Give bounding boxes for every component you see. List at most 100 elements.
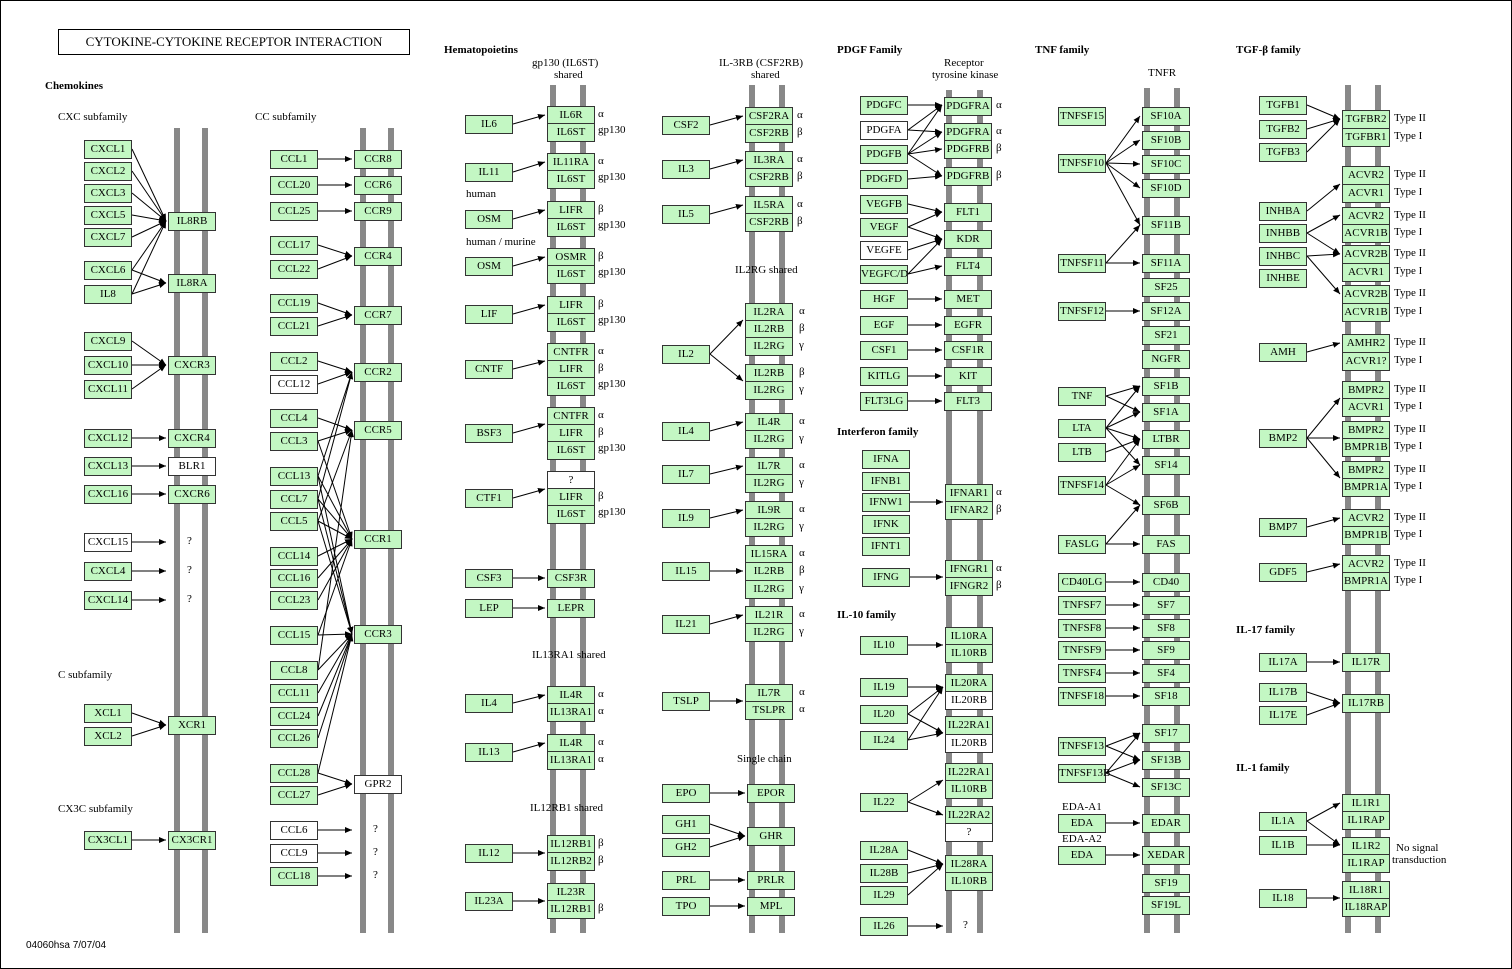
gene-hgf[interactable]: HGF (860, 290, 908, 309)
gene-il12rb1[interactable]: IL12RB1 (547, 900, 595, 919)
gene-bmpr2[interactable]: BMPR2 (1342, 381, 1390, 400)
gene-ccl14[interactable]: CCL14 (270, 547, 318, 566)
gene-il6st[interactable]: IL6ST (547, 313, 595, 332)
gene-il1r2[interactable]: IL1R2 (1342, 837, 1390, 856)
gene-il2rg[interactable]: IL2RG (745, 337, 793, 356)
gene-il11[interactable]: IL11 (465, 163, 513, 182)
gene-tgfb3[interactable]: TGFB3 (1259, 143, 1307, 162)
gene-bmp2[interactable]: BMP2 (1259, 429, 1307, 448)
gene-il24[interactable]: IL24 (860, 731, 908, 750)
gene-il6st[interactable]: IL6ST (547, 218, 595, 237)
gene-xcl1[interactable]: XCL1 (84, 704, 132, 723)
gene-tnfsf14[interactable]: TNFSF14 (1058, 476, 1106, 495)
gene-il23r[interactable]: IL23R (547, 883, 595, 902)
gene-il3[interactable]: IL3 (662, 160, 710, 179)
gene-il17b[interactable]: IL17B (1259, 683, 1307, 702)
gene-inhbe[interactable]: INHBE (1259, 269, 1307, 288)
gene-ccr5[interactable]: CCR5 (354, 421, 402, 440)
gene-sf6b[interactable]: SF6B (1142, 496, 1190, 515)
gene-ifngr2[interactable]: IFNGR2 (945, 577, 993, 596)
gene-il15[interactable]: IL15 (662, 562, 710, 581)
gene-il10rb[interactable]: IL10RB (945, 872, 993, 891)
gene-acvr2[interactable]: ACVR2 (1342, 207, 1390, 226)
gene-cd40lg[interactable]: CD40LG (1058, 573, 1106, 592)
gene-il22ra1[interactable]: IL22RA1 (945, 763, 993, 782)
gene-lif[interactable]: LIF (465, 305, 513, 324)
gene-acvr1[interactable]: ACVR1? (1342, 352, 1390, 371)
gene-vegfc-d[interactable]: VEGFC/D (860, 265, 908, 284)
gene-cxcl10[interactable]: CXCL10 (84, 356, 132, 375)
gene-il17a[interactable]: IL17A (1259, 653, 1307, 672)
gene-il1rap[interactable]: IL1RAP (1342, 854, 1390, 873)
gene-il12[interactable]: IL12 (465, 844, 513, 863)
gene-il17r[interactable]: IL17R (1342, 653, 1390, 672)
gene-sf25[interactable]: SF25 (1142, 278, 1190, 297)
gene-il2[interactable]: IL2 (662, 345, 710, 364)
gene-ifngr1[interactable]: IFNGR1 (945, 560, 993, 579)
gene-il28ra[interactable]: IL28RA (945, 855, 993, 874)
gene-ifna[interactable]: IFNA (862, 450, 910, 469)
gene-il9[interactable]: IL9 (662, 509, 710, 528)
gene-cxcl3[interactable]: CXCL3 (84, 184, 132, 203)
gene-tgfb2[interactable]: TGFB2 (1259, 120, 1307, 139)
gene-lifr[interactable]: LIFR (547, 488, 595, 507)
gene-il19[interactable]: IL19 (860, 678, 908, 697)
gene-sf19[interactable]: SF19 (1142, 874, 1190, 893)
gene-pdgfrb[interactable]: PDGFRB (944, 140, 992, 159)
gene-il4[interactable]: IL4 (662, 422, 710, 441)
gene-inhbc[interactable]: INHBC (1259, 247, 1307, 266)
gene-il7r[interactable]: IL7R (745, 684, 793, 703)
gene-il5[interactable]: IL5 (662, 205, 710, 224)
gene-csf1r[interactable]: CSF1R (944, 341, 992, 360)
gene-kitlg[interactable]: KITLG (860, 367, 908, 386)
gene-ifnar2[interactable]: IFNAR2 (945, 501, 993, 520)
gene-tnfsf4[interactable]: TNFSF4 (1058, 664, 1106, 683)
gene-epor[interactable]: EPOR (747, 784, 795, 803)
gene-il13ra1[interactable]: IL13RA1 (547, 751, 595, 770)
gene-gdf5[interactable]: GDF5 (1259, 563, 1307, 582)
gene-lepr[interactable]: LEPR (547, 599, 595, 618)
gene-acvr1b[interactable]: ACVR1B (1342, 303, 1390, 322)
gene-il22[interactable]: IL22 (860, 793, 908, 812)
gene-cx3cr1[interactable]: CX3CR1 (168, 831, 216, 850)
gene-lifr[interactable]: LIFR (547, 360, 595, 379)
gene-cxcl4[interactable]: CXCL4 (84, 562, 132, 581)
gene-unknown[interactable]: ? (945, 823, 993, 842)
gene-ifnb1[interactable]: IFNB1 (862, 472, 910, 491)
gene-ccl3[interactable]: CCL3 (270, 432, 318, 451)
gene-kit[interactable]: KIT (944, 367, 992, 386)
gene-bmpr2[interactable]: BMPR2 (1342, 421, 1390, 440)
gene-il6st[interactable]: IL6ST (547, 441, 595, 460)
gene-acvr1[interactable]: ACVR1 (1342, 184, 1390, 203)
gene-ccl22[interactable]: CCL22 (270, 260, 318, 279)
gene-ccr4[interactable]: CCR4 (354, 247, 402, 266)
gene-il1a[interactable]: IL1A (1259, 812, 1307, 831)
gene-acvr2[interactable]: ACVR2 (1342, 555, 1390, 574)
gene-ccl20[interactable]: CCL20 (270, 176, 318, 195)
gene-sf10d[interactable]: SF10D (1142, 179, 1190, 198)
gene-cxcr6[interactable]: CXCR6 (168, 485, 216, 504)
gene-il15ra[interactable]: IL15RA (745, 545, 793, 564)
gene-pdgfra[interactable]: PDGFRA (944, 123, 992, 142)
gene-il6st[interactable]: IL6ST (547, 505, 595, 524)
gene-met[interactable]: MET (944, 290, 992, 309)
gene-fas[interactable]: FAS (1142, 535, 1190, 554)
gene-inhba[interactable]: INHBA (1259, 202, 1307, 221)
gene-il2rg[interactable]: IL2RG (745, 474, 793, 493)
gene-il26[interactable]: IL26 (860, 917, 908, 936)
gene-il13ra1[interactable]: IL13RA1 (547, 703, 595, 722)
gene-lep[interactable]: LEP (465, 599, 513, 618)
gene-sf13b[interactable]: SF13B (1142, 751, 1190, 770)
gene-cxcl14[interactable]: CXCL14 (84, 591, 132, 610)
gene-faslg[interactable]: FASLG (1058, 535, 1106, 554)
gene-cx3cl1[interactable]: CX3CL1 (84, 831, 132, 850)
gene-ccr6[interactable]: CCR6 (354, 176, 402, 195)
gene-amh[interactable]: AMH (1259, 343, 1307, 362)
gene-tnfsf13[interactable]: TNFSF13 (1058, 737, 1106, 756)
gene-il18rap[interactable]: IL18RAP (1342, 898, 1390, 917)
gene-sf17[interactable]: SF17 (1142, 724, 1190, 743)
gene-il6st[interactable]: IL6ST (547, 265, 595, 284)
gene-il20[interactable]: IL20 (860, 705, 908, 724)
gene-ccl6[interactable]: CCL6 (270, 821, 318, 840)
gene-cxcl16[interactable]: CXCL16 (84, 485, 132, 504)
